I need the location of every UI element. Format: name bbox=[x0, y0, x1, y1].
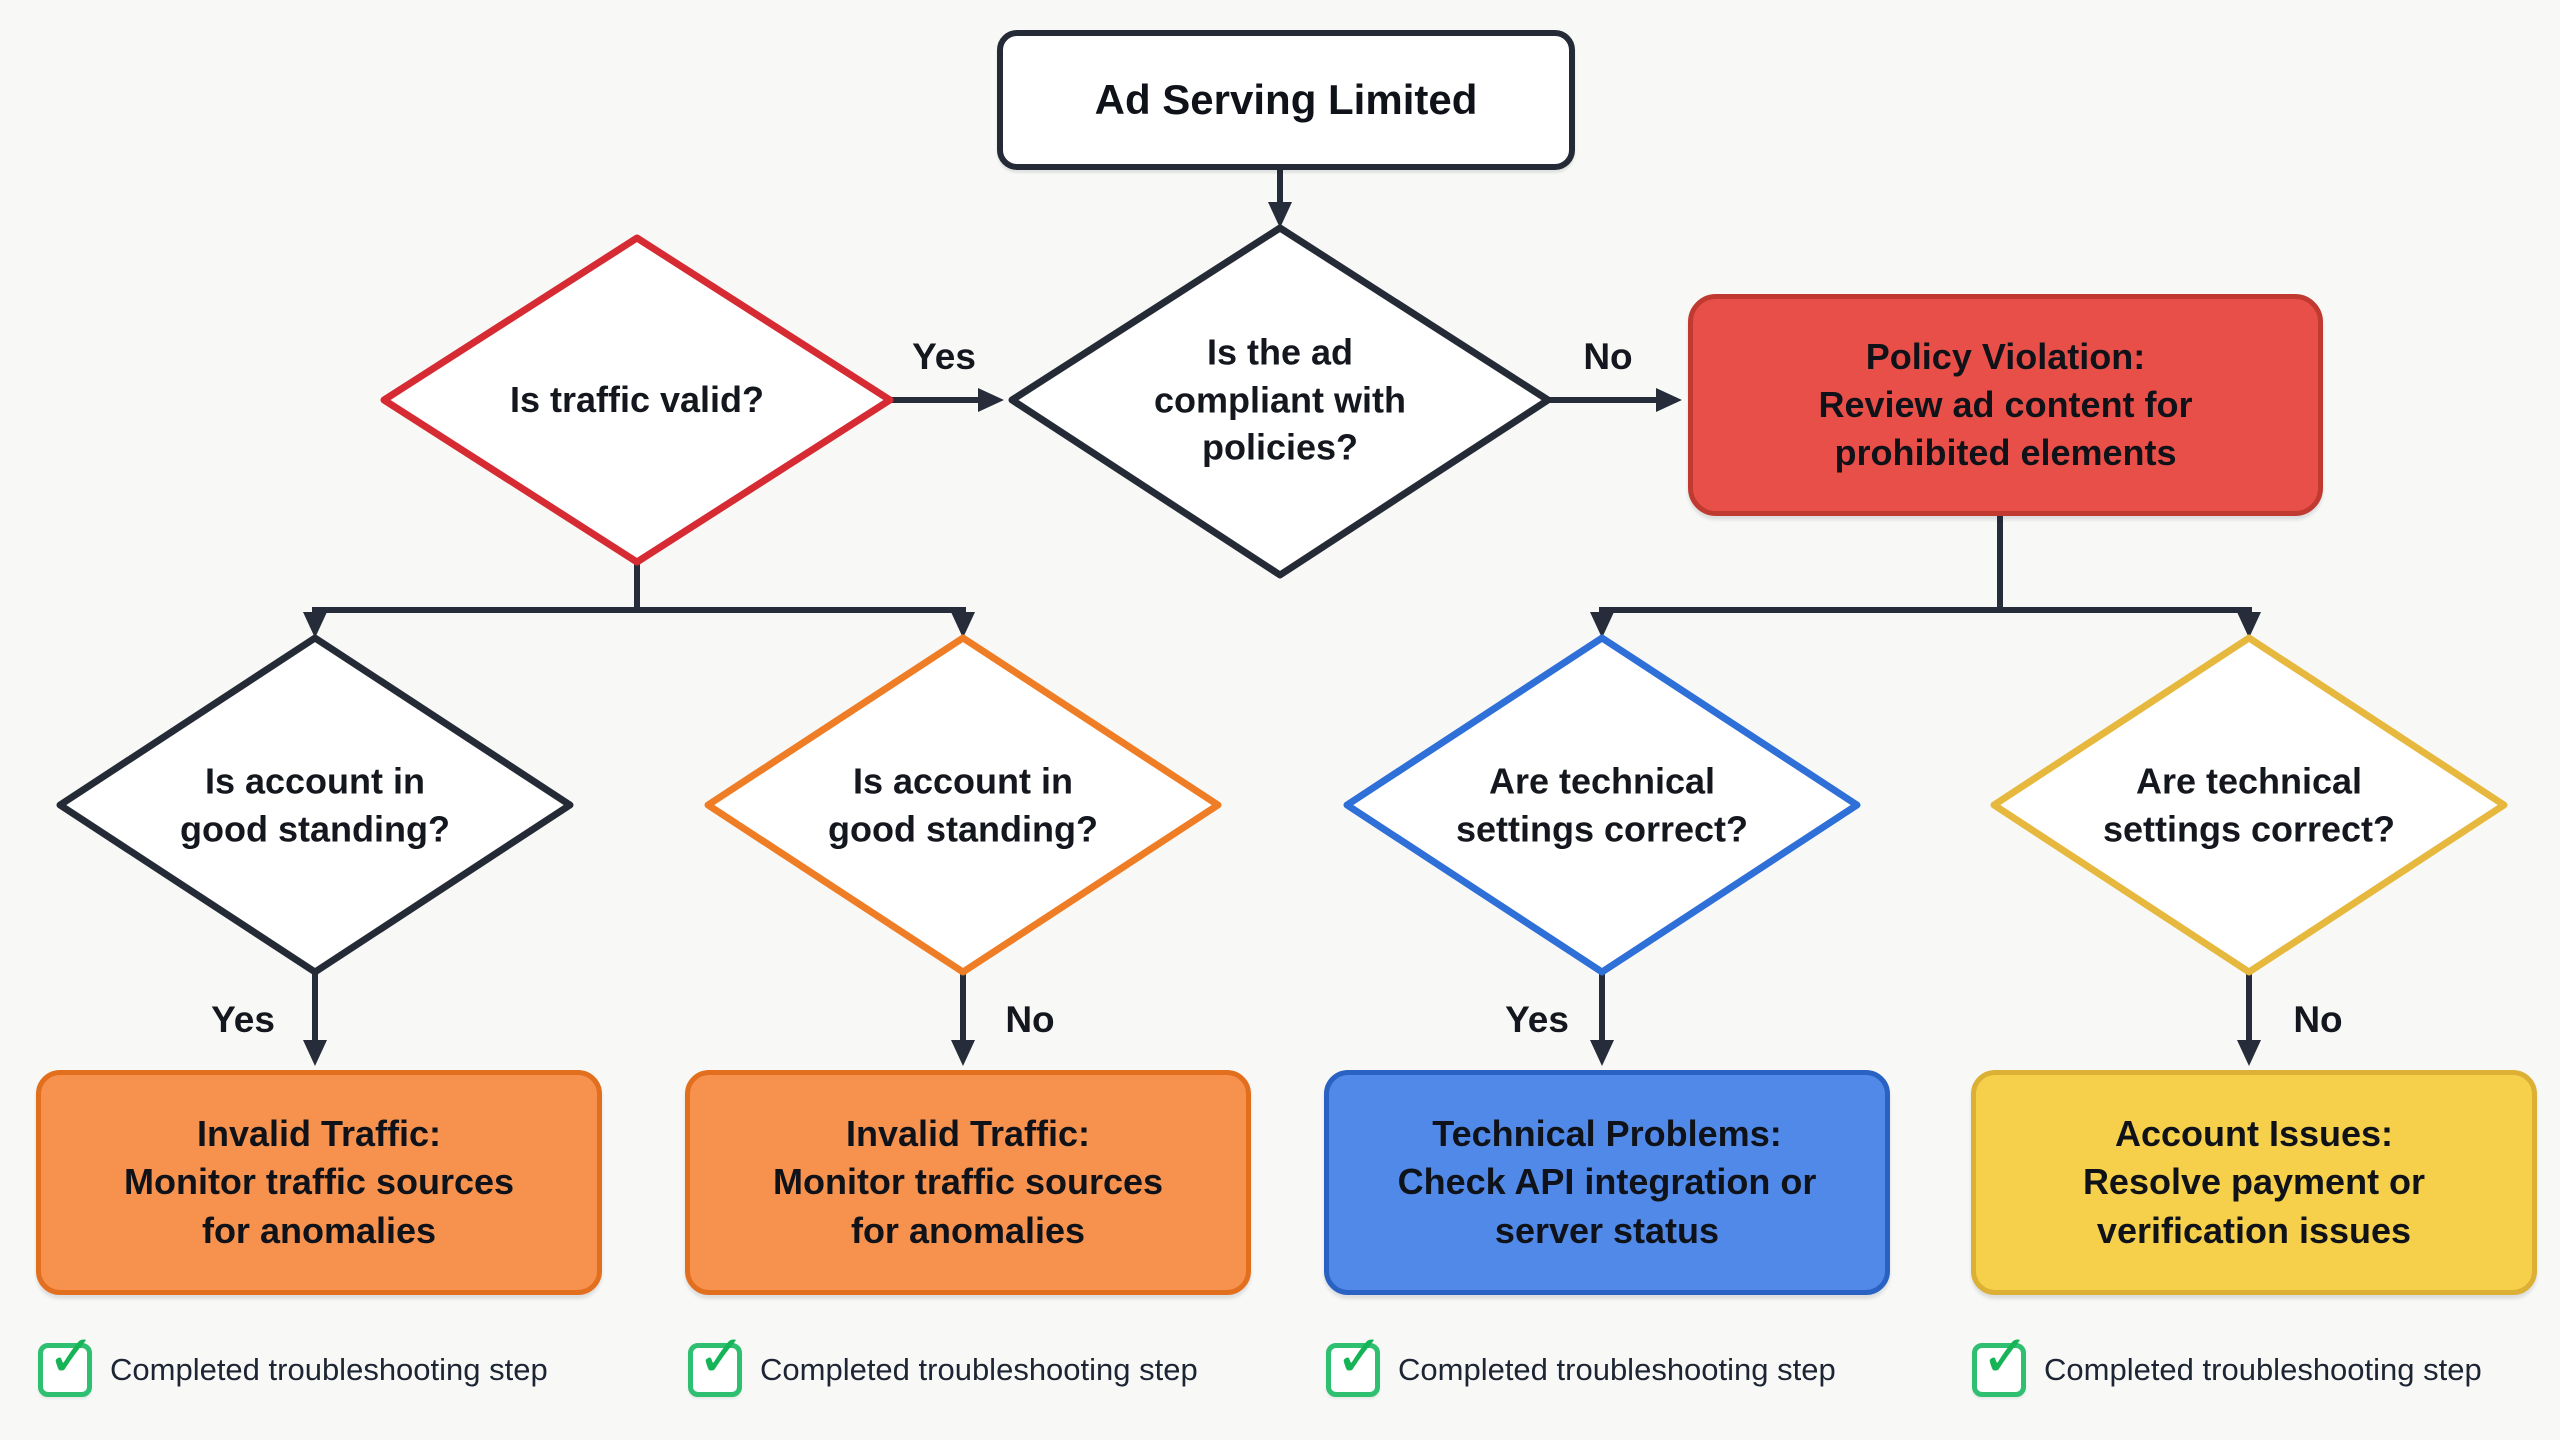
outcome-account-text: Account Issues: Resolve payment or verif… bbox=[2083, 1110, 2425, 1255]
outcome-technical-line2: Check API integration or bbox=[1397, 1161, 1817, 1203]
outcome-invalid-right-line3: for anomalies bbox=[850, 1209, 1086, 1251]
outcome-policy-box: Policy Violation: Review ad content for … bbox=[1688, 294, 2323, 516]
decision-standing-left-label: Is account in good standing? bbox=[180, 760, 450, 849]
outcome-invalid-left-line1: Invalid Traffic: bbox=[196, 1113, 442, 1155]
checked-checkbox-icon: ✓ bbox=[1972, 1328, 2030, 1397]
outcome-technical-line1: Technical Problems: bbox=[1432, 1113, 1782, 1155]
decision-compliant-shape bbox=[1008, 224, 1552, 579]
decision-technical-left-label: Are technical settings correct? bbox=[1455, 760, 1749, 849]
checkmark-icon: ✓ bbox=[1335, 1324, 1384, 1389]
edge-policy-split bbox=[1599, 506, 2252, 613]
edge-label-technical-right-no: No bbox=[2293, 999, 2343, 1040]
check-label: Completed troubleshooting step bbox=[2044, 1352, 2482, 1387]
check-label: Completed troubleshooting step bbox=[110, 1352, 548, 1387]
outcome-invalid-left-line3: for anomalies bbox=[201, 1209, 437, 1251]
checkmark-icon: ✓ bbox=[47, 1324, 96, 1389]
outcome-account-line3: verification issues bbox=[2096, 1209, 2412, 1251]
decision-standing-left-shape bbox=[56, 634, 574, 976]
outcome-technical-line3: server status bbox=[1494, 1209, 1720, 1251]
outcome-policy-line1: Policy Violation: bbox=[1865, 335, 2146, 377]
decision-traffic-shape bbox=[380, 234, 894, 566]
decision-technical-left-shape bbox=[1343, 634, 1861, 976]
checked-checkbox-icon: ✓ bbox=[1326, 1328, 1384, 1397]
outcome-invalid-left-line2: Monitor traffic sources bbox=[123, 1161, 515, 1203]
check-row-invalid-traffic-right: ✓ Completed troubleshooting step bbox=[688, 1328, 1198, 1398]
decision-standing-right-shape bbox=[704, 634, 1222, 976]
edge-label-compliant-no: No bbox=[1583, 336, 1633, 377]
edge-label-standing-left-yes: Yes bbox=[211, 999, 275, 1040]
checked-checkbox-icon: ✓ bbox=[38, 1328, 96, 1397]
outcome-invalid-traffic-right-text: Invalid Traffic: Monitor traffic sources… bbox=[773, 1110, 1163, 1255]
decision-technical-right-shape bbox=[1990, 634, 2508, 976]
outcome-invalid-right-line1: Invalid Traffic: bbox=[845, 1113, 1091, 1155]
outcome-policy-line3: prohibited elements bbox=[1834, 432, 2177, 474]
outcome-invalid-traffic-right-box: Invalid Traffic: Monitor traffic sources… bbox=[685, 1070, 1251, 1295]
checked-checkbox-icon: ✓ bbox=[688, 1328, 746, 1397]
outcome-invalid-right-line2: Monitor traffic sources bbox=[772, 1161, 1164, 1203]
edge-label-standing-right-no: No bbox=[1005, 999, 1055, 1040]
edge-label-technical-left-yes: Yes bbox=[1505, 999, 1569, 1040]
decision-technical-right-label: Are technical settings correct? bbox=[2102, 760, 2396, 849]
outcome-policy-line2: Review ad content for bbox=[1818, 383, 2193, 425]
outcome-invalid-traffic-left-box: Invalid Traffic: Monitor traffic sources… bbox=[36, 1070, 602, 1295]
check-row-invalid-traffic-left: ✓ Completed troubleshooting step bbox=[38, 1328, 548, 1398]
decision-traffic-label: Is traffic valid? bbox=[509, 379, 765, 421]
root-node-label: Ad Serving Limited bbox=[1094, 76, 1478, 123]
outcome-account-line2: Resolve payment or bbox=[2082, 1161, 2426, 1203]
check-label: Completed troubleshooting step bbox=[760, 1352, 1198, 1387]
root-node: Ad Serving Limited bbox=[997, 30, 1575, 170]
decision-compliant-label: Is the ad compliant with policies? bbox=[1154, 331, 1406, 468]
check-label: Completed troubleshooting step bbox=[1398, 1352, 1836, 1387]
checkmark-icon: ✓ bbox=[1981, 1324, 2030, 1389]
outcome-policy-text: Policy Violation: Review ad content for … bbox=[1818, 333, 2192, 478]
outcome-technical-text: Technical Problems: Check API integratio… bbox=[1398, 1110, 1817, 1255]
check-row-technical: ✓ Completed troubleshooting step bbox=[1326, 1328, 1836, 1398]
check-row-account: ✓ Completed troubleshooting step bbox=[1972, 1328, 2482, 1398]
outcome-technical-box: Technical Problems: Check API integratio… bbox=[1324, 1070, 1890, 1295]
edge-label-traffic-yes: Yes bbox=[912, 336, 976, 377]
outcome-account-box: Account Issues: Resolve payment or verif… bbox=[1971, 1070, 2537, 1295]
edge-traffic-split bbox=[312, 562, 966, 613]
outcome-invalid-traffic-left-text: Invalid Traffic: Monitor traffic sources… bbox=[124, 1110, 514, 1255]
checkmark-icon: ✓ bbox=[697, 1324, 746, 1389]
decision-standing-right-label: Is account in good standing? bbox=[828, 760, 1098, 849]
outcome-account-line1: Account Issues: bbox=[2114, 1113, 2394, 1155]
